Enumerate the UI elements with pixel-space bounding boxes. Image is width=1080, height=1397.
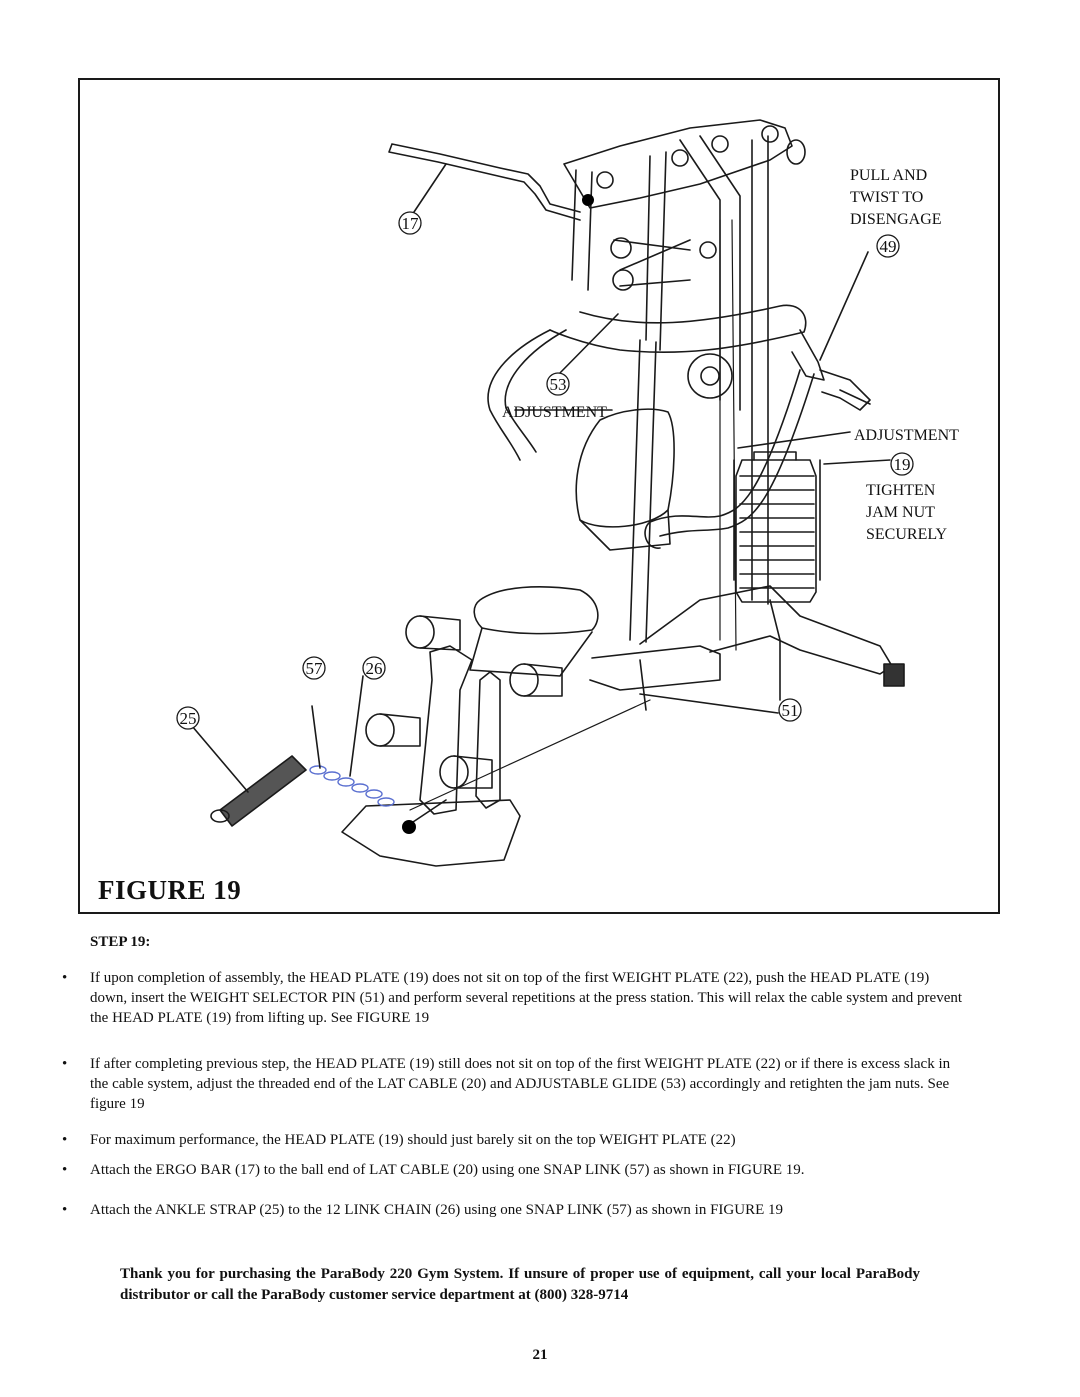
gym-system-illustration: 17 49 53 19 57 26 25 51 PULL AND TWIST T… xyxy=(176,119,959,867)
callout-26: 26 xyxy=(366,659,383,678)
bullet: • xyxy=(62,970,68,986)
callout-53: 53 xyxy=(550,375,567,394)
callout-57: 57 xyxy=(306,659,324,678)
instruction-item: • Attach the ERGO BAR (17) to the ball e… xyxy=(62,1160,970,1180)
step-heading: STEP 19: xyxy=(90,934,151,950)
instruction-text: If upon completion of assembly, the HEAD… xyxy=(90,970,963,1026)
instruction-text: For maximum performance, the HEAD PLATE … xyxy=(90,1132,736,1148)
pull-twist-note-line1: PULL AND xyxy=(850,167,927,184)
instruction-item: • For maximum performance, the HEAD PLAT… xyxy=(62,1130,970,1150)
pull-twist-note-line3: DISENGAGE xyxy=(850,211,942,228)
link-chain xyxy=(309,765,395,807)
callout-leaders xyxy=(191,163,891,825)
tighten-note-line1: TIGHTEN xyxy=(866,482,936,499)
pull-twist-note-line2: TWIST TO xyxy=(850,189,923,206)
callout-25: 25 xyxy=(180,709,197,728)
instruction-text: Attach the ANKLE STRAP (25) to the 12 LI… xyxy=(90,1202,783,1218)
figure-caption: FIGURE 19 xyxy=(98,875,242,905)
bullet: • xyxy=(62,1056,68,1072)
callout-49: 49 xyxy=(880,237,897,256)
callout-bubbles xyxy=(176,211,914,730)
foot-plate-cable-end xyxy=(402,820,416,834)
adjustment-label-right: ADJUSTMENT xyxy=(854,427,959,444)
thank-you-note: Thank you for purchasing the ParaBody 22… xyxy=(120,1266,920,1303)
bullet: • xyxy=(62,1162,68,1178)
adjustment-label-left: ADJUSTMENT xyxy=(502,404,607,421)
instruction-item: • If after completing previous step, the… xyxy=(62,1054,970,1114)
instruction-item: • Attach the ANKLE STRAP (25) to the 12 … xyxy=(62,1200,970,1220)
callout-19: 19 xyxy=(894,455,911,474)
tighten-note-line2: JAM NUT xyxy=(866,504,935,521)
tighten-note-line3: SECURELY xyxy=(866,526,948,543)
gym-machine-drawing xyxy=(210,119,905,867)
lat-cable-ball-end xyxy=(582,194,594,206)
callout-51: 51 xyxy=(782,701,799,720)
page-number: 21 xyxy=(532,1347,548,1363)
instruction-text: Attach the ERGO BAR (17) to the ball end… xyxy=(90,1162,805,1178)
callout-17: 17 xyxy=(402,214,420,233)
figure-19-frame: 17 49 53 19 57 26 25 51 PULL AND TWIST T… xyxy=(78,78,1000,914)
instruction-text: If after completing previous step, the H… xyxy=(90,1056,951,1112)
bullet: • xyxy=(62,1202,68,1218)
instruction-item: • If upon completion of assembly, the HE… xyxy=(62,968,970,1028)
bullet: • xyxy=(62,1132,68,1148)
